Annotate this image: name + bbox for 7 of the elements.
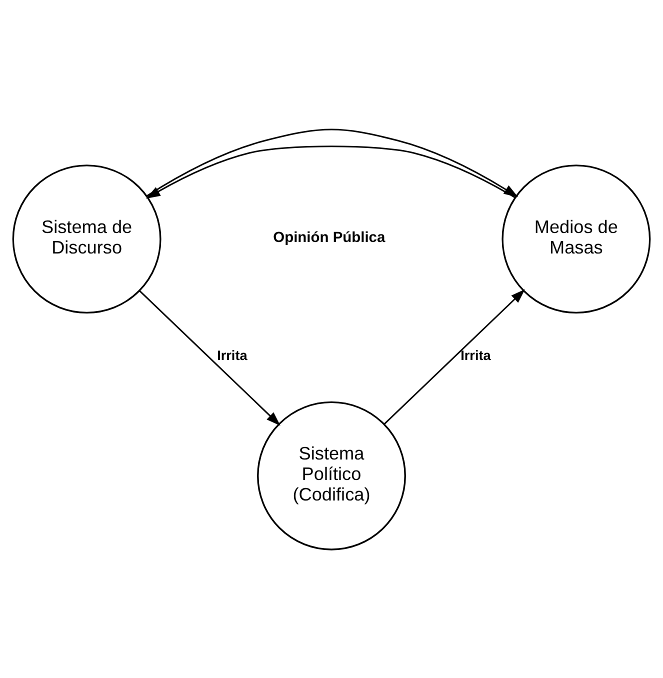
node-circle: Sistema Político (Codifica) [257,400,406,550]
arrow [139,290,280,426]
label: Opinión Pública [273,229,386,246]
edge-label: Irrita [460,347,491,362]
edge-label: Irrita [217,347,248,362]
arrow [384,288,526,424]
arrow [146,145,516,198]
